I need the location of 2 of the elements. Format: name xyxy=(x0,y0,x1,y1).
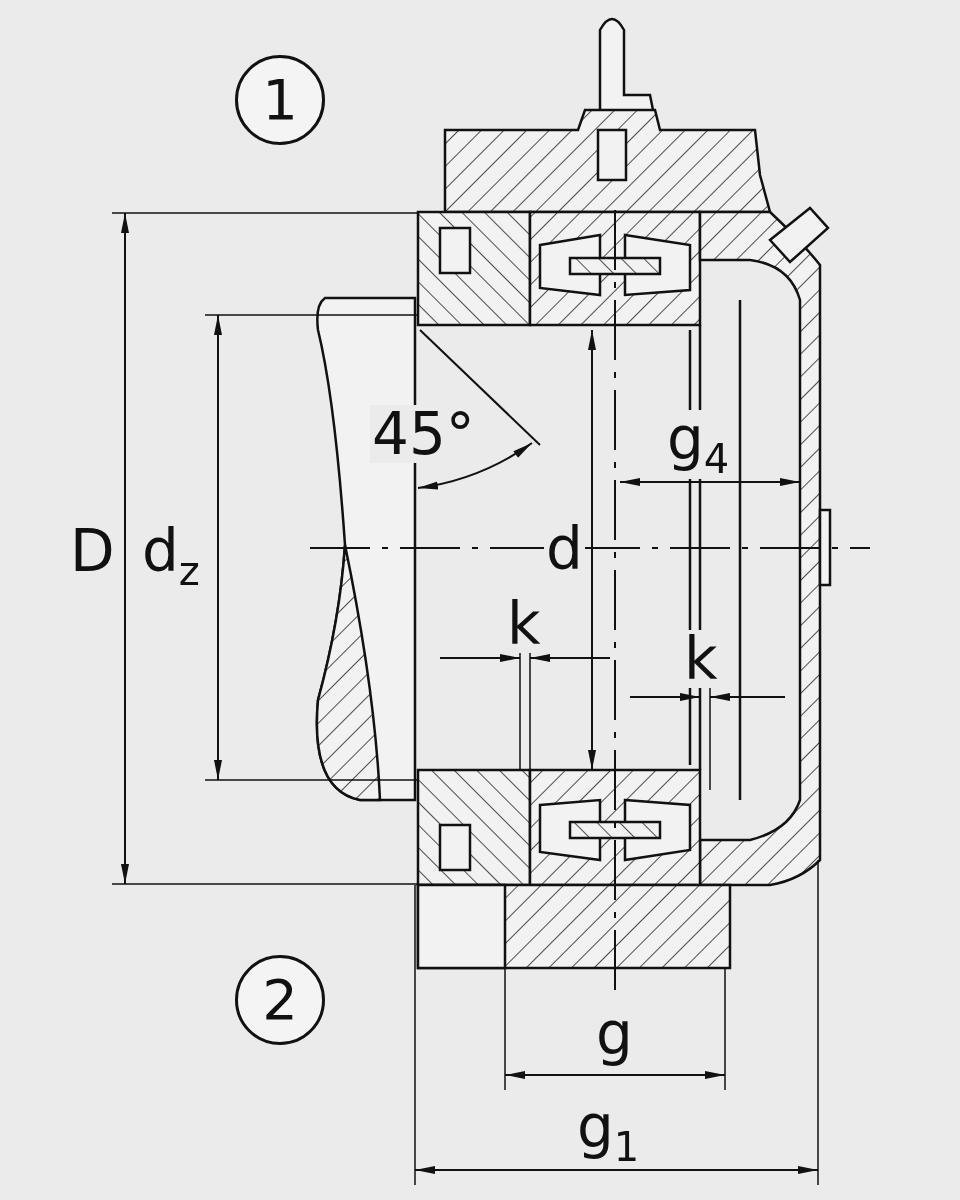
callout-number: 2 xyxy=(262,972,298,1028)
callout-number: 1 xyxy=(262,72,298,128)
